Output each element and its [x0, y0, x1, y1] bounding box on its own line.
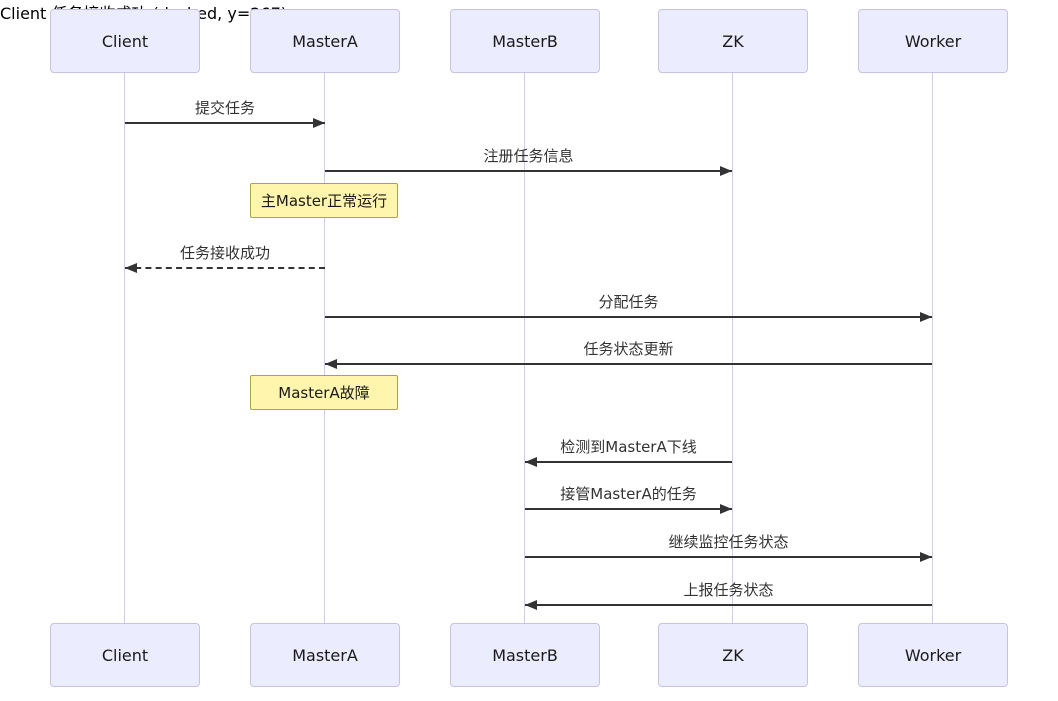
message-label: 检测到MasterA下线 [560, 438, 697, 456]
actor-label: ZK [722, 645, 744, 665]
message-line [525, 461, 732, 463]
arrowhead-right-icon [720, 166, 732, 176]
actor-label: ZK [722, 31, 744, 51]
message-line [325, 170, 732, 172]
message-task-accepted: 任务接收成功 [125, 243, 325, 279]
arrowhead-right-icon [920, 552, 932, 562]
arrowhead-right-icon [720, 504, 732, 514]
message-line [325, 363, 932, 365]
actor-label: Worker [904, 31, 962, 51]
arrowhead-left-icon [325, 359, 337, 369]
message-assign-task: 分配任务 [325, 292, 932, 328]
arrowhead-left-icon [125, 263, 137, 273]
actor-bottom-mastera: MasterA [250, 623, 400, 687]
lifeline-worker [932, 73, 933, 624]
actor-top-zk: ZK [658, 9, 808, 73]
message-label: 上报任务状态 [683, 581, 774, 599]
arrowhead-left-icon [525, 600, 537, 610]
message-line-dashed [125, 267, 325, 269]
message-takeover-mastera-tasks: 接管MasterA的任务 [525, 484, 732, 520]
actor-label: MasterB [492, 31, 558, 51]
actor-top-client: Client [50, 9, 200, 73]
lifeline-masterb [524, 73, 525, 624]
message-line [525, 508, 732, 510]
lifeline-client [124, 73, 125, 624]
message-label: 任务状态更新 [583, 340, 674, 358]
actor-label: Client [101, 31, 149, 51]
note-master-running: 主Master正常运行 [250, 183, 398, 218]
actor-label: MasterA [292, 31, 358, 51]
actor-top-mastera: MasterA [250, 9, 400, 73]
actor-bottom-worker: Worker [858, 623, 1008, 687]
note-mastera-failure: MasterA故障 [250, 375, 398, 410]
message-register-task-info: 注册任务信息 [325, 146, 732, 182]
message-line [525, 604, 932, 606]
message-label: 分配任务 [598, 293, 659, 311]
actor-bottom-client: Client [50, 623, 200, 687]
actor-top-masterb: MasterB [450, 9, 600, 73]
lifeline-mastera [324, 73, 325, 624]
message-task-status-update: 任务状态更新 [325, 339, 932, 375]
actor-label: Client [101, 645, 149, 665]
message-line [125, 122, 325, 124]
message-detect-mastera-offline: 检测到MasterA下线 [525, 437, 732, 473]
message-label: 注册任务信息 [483, 147, 574, 165]
message-label: 接管MasterA的任务 [560, 485, 697, 503]
message-label: 继续监控任务状态 [668, 533, 789, 551]
actor-label: MasterB [492, 645, 558, 665]
message-line [325, 316, 932, 318]
arrowhead-right-icon [313, 118, 325, 128]
note-label: 主Master正常运行 [260, 192, 388, 210]
actor-label: Worker [904, 645, 962, 665]
message-line [525, 556, 932, 558]
arrowhead-left-icon [525, 457, 537, 467]
lifeline-zk [732, 73, 733, 624]
arrowhead-right-icon [920, 312, 932, 322]
message-label: 任务接收成功 [179, 244, 270, 262]
actor-bottom-masterb: MasterB [450, 623, 600, 687]
note-label: MasterA故障 [278, 384, 370, 402]
message-label: 提交任务 [194, 99, 255, 117]
actor-top-worker: Worker [858, 9, 1008, 73]
actor-label: MasterA [292, 645, 358, 665]
actor-bottom-zk: ZK [658, 623, 808, 687]
message-continue-monitoring: 继续监控任务状态 [525, 532, 932, 568]
message-report-task-status: 上报任务状态 [525, 580, 932, 616]
message-submit-task: 提交任务 [125, 98, 325, 134]
